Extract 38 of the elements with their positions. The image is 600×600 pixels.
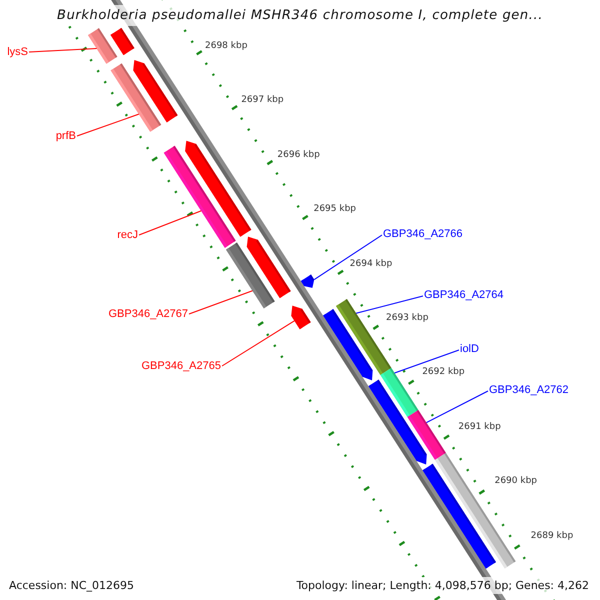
leader-line xyxy=(356,296,424,314)
scale-label: 2697 kbp xyxy=(241,95,284,106)
gene-feature xyxy=(88,28,118,64)
scale-label: 2692 kbp xyxy=(422,367,465,378)
scale-label: 2689 kbp xyxy=(530,530,574,542)
leader-line xyxy=(76,114,140,136)
gene-feature xyxy=(110,28,134,56)
leader-line xyxy=(28,48,98,52)
gene-label: GBP346_A2762 xyxy=(489,384,569,396)
gene-feature xyxy=(291,306,311,330)
gene-feature xyxy=(407,410,446,460)
leader-line xyxy=(426,390,488,424)
leader-line xyxy=(314,234,382,280)
gene-feature xyxy=(133,60,178,122)
gene-label: recJ xyxy=(117,228,138,242)
gene-label: iolD xyxy=(460,342,479,356)
gene-label: prfB xyxy=(56,130,76,142)
scale-label: 2691 kbp xyxy=(458,422,501,433)
scale-label: 2695 kbp xyxy=(314,204,356,216)
gene-feature xyxy=(435,452,516,568)
gene-feature xyxy=(323,309,373,380)
gene-label: lysS xyxy=(7,46,28,58)
gene-label: GBP346_A2765 xyxy=(141,360,221,372)
leader-line xyxy=(222,320,295,366)
gene-feature xyxy=(185,140,252,237)
leader-line xyxy=(138,210,202,236)
gene-feature xyxy=(300,274,314,288)
gene-label: GBP346_A2767 xyxy=(108,308,188,320)
scale-label: 2698 kbp xyxy=(205,41,248,52)
gene-label: GBP346_A2764 xyxy=(424,288,504,302)
gene-label: GBP346_A2766 xyxy=(383,228,463,240)
scale-label: 2694 kbp xyxy=(350,258,392,270)
scale-label: 2690 kbp xyxy=(494,476,537,488)
leader-line xyxy=(394,350,460,374)
leader-line xyxy=(188,290,253,314)
gene-feature xyxy=(246,236,291,298)
scale-label: 2693 kbp xyxy=(386,313,428,324)
scale-label: 2696 kbp xyxy=(277,150,320,161)
